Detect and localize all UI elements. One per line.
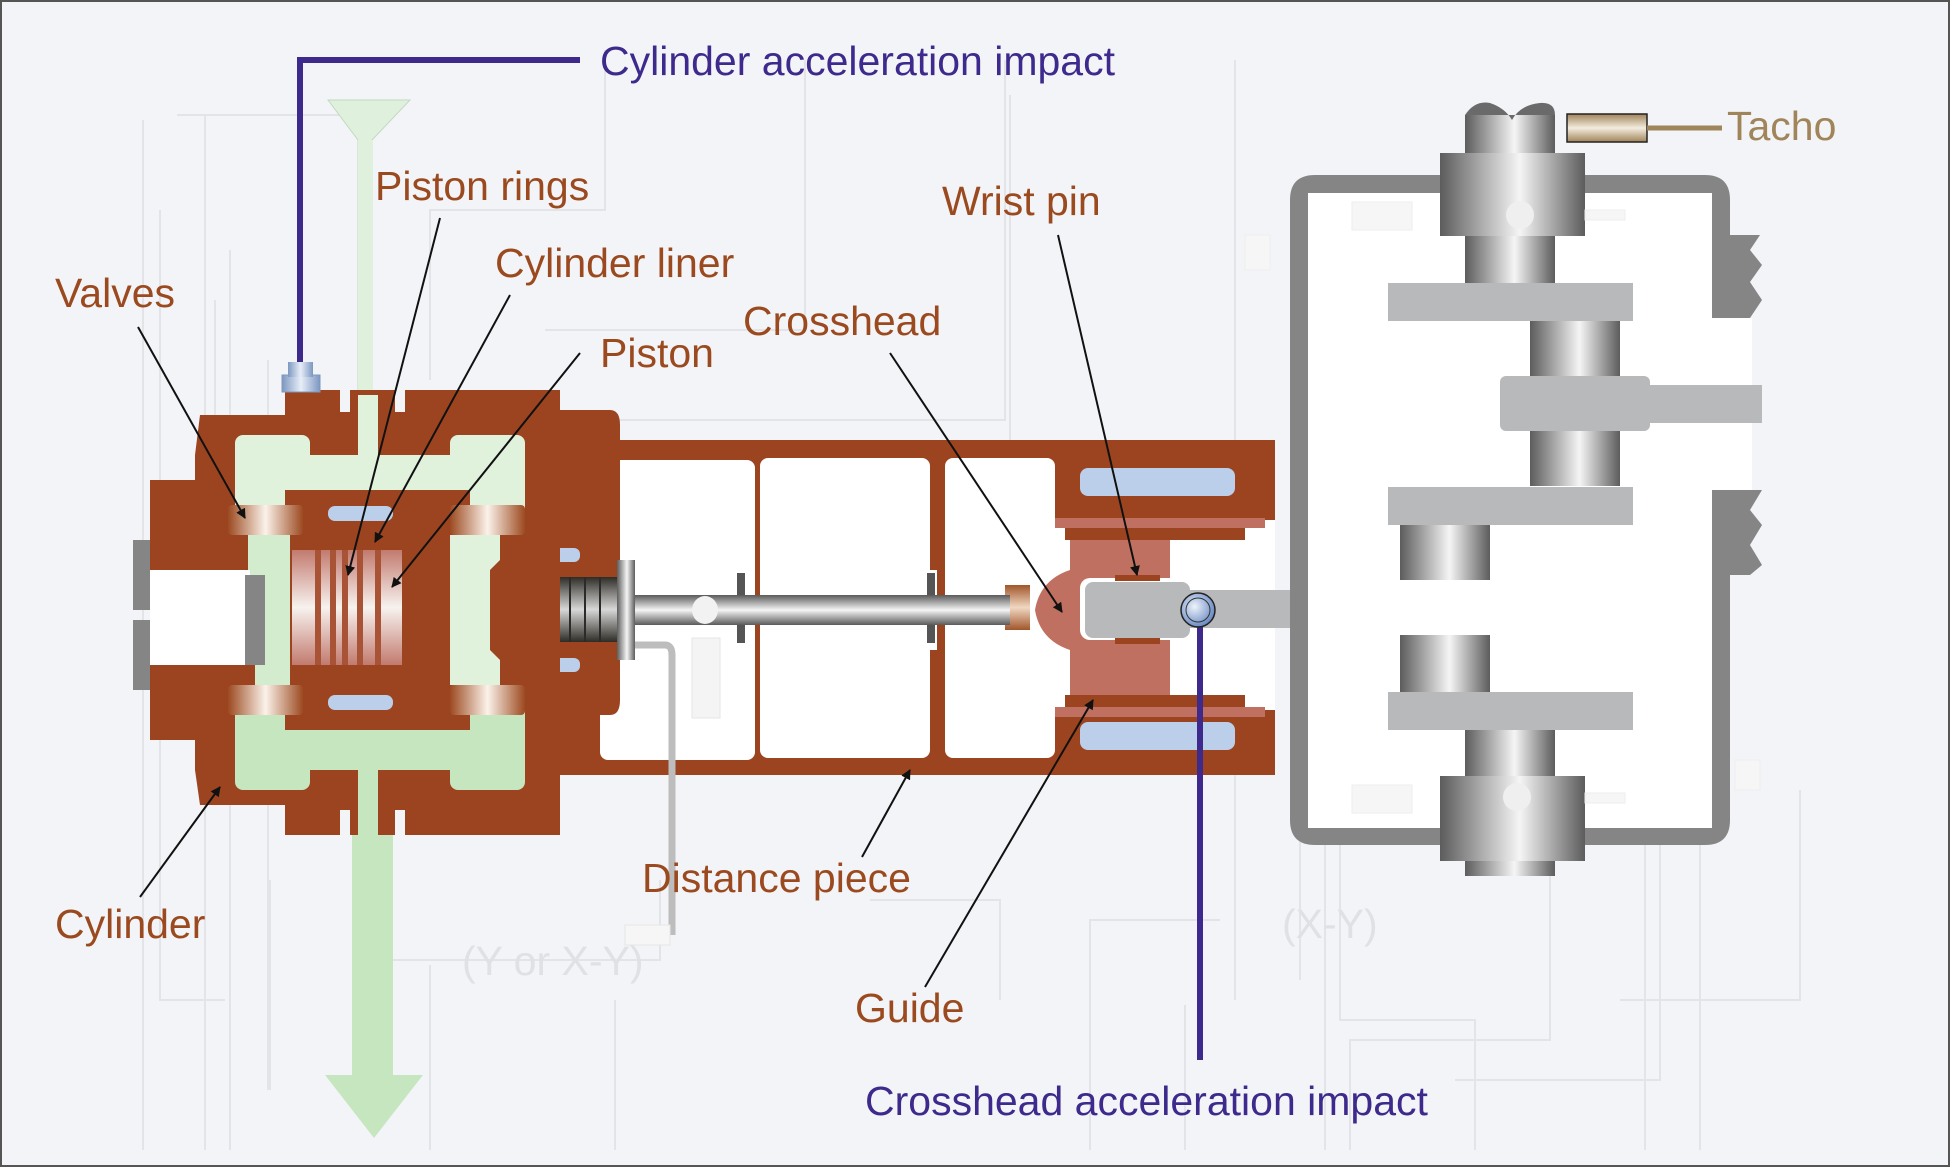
crank-web-1	[1388, 283, 1633, 321]
valve-top-left	[228, 505, 303, 535]
liner-cooling-slot-top	[328, 506, 393, 521]
label-cylinder: Cylinder	[55, 901, 205, 947]
label-guide: Guide	[855, 985, 964, 1031]
arrow-wrist-pin	[1057, 234, 1140, 576]
crank-web-2	[1388, 487, 1633, 525]
arrow-distance-piece	[861, 769, 911, 858]
crosshead-sensor	[1180, 592, 1216, 1060]
label-crank-xy-measurement: (X-Y)	[1282, 901, 1378, 947]
label-wrist-pin: Wrist pin	[942, 178, 1101, 224]
label-piston: Piston	[600, 330, 714, 376]
arrow-piston-rings	[345, 217, 441, 576]
label-piston-rings: Piston rings	[375, 163, 589, 209]
label-crosshead-acceleration-impact: Crosshead acceleration impact	[865, 1078, 1428, 1124]
valve-bottom-right	[450, 685, 525, 715]
cylinder-accelerometer	[281, 374, 321, 393]
cylinder-sensor-line	[297, 57, 580, 362]
tacho-sensor	[1566, 113, 1722, 143]
label-distance-piece: Distance piece	[642, 855, 911, 901]
arrow-valves	[137, 326, 246, 519]
label-valves: Valves	[55, 270, 175, 316]
label-cylinder-acceleration-impact: Cylinder acceleration impact	[600, 38, 1116, 84]
arrow-crosshead	[889, 352, 1063, 613]
coolant-flow	[325, 99, 423, 1138]
liner-cooling-slot-bottom	[328, 695, 393, 710]
arrow-cylinder-liner	[374, 294, 511, 543]
coolant-outlet-arrow	[325, 800, 423, 1138]
cylinder	[133, 362, 560, 845]
leader-arrows	[137, 217, 1140, 988]
arrow-guide	[924, 699, 1094, 988]
label-tacho: Tacho	[1727, 103, 1836, 149]
crank-web-3	[1388, 692, 1633, 730]
label-cylinder-liner: Cylinder liner	[495, 240, 734, 286]
crankcase	[1244, 102, 1762, 876]
valve-top-right	[450, 505, 525, 535]
arrow-piston	[391, 352, 581, 588]
crosshead	[1005, 518, 1265, 717]
connecting-rod-small-end	[1085, 582, 1190, 638]
label-crosshead: Crosshead	[743, 298, 941, 344]
label-rod-drop-measurement: (Y or X-Y)	[462, 938, 644, 984]
arrow-cylinder	[139, 786, 221, 898]
valve-bottom-left	[228, 685, 303, 715]
